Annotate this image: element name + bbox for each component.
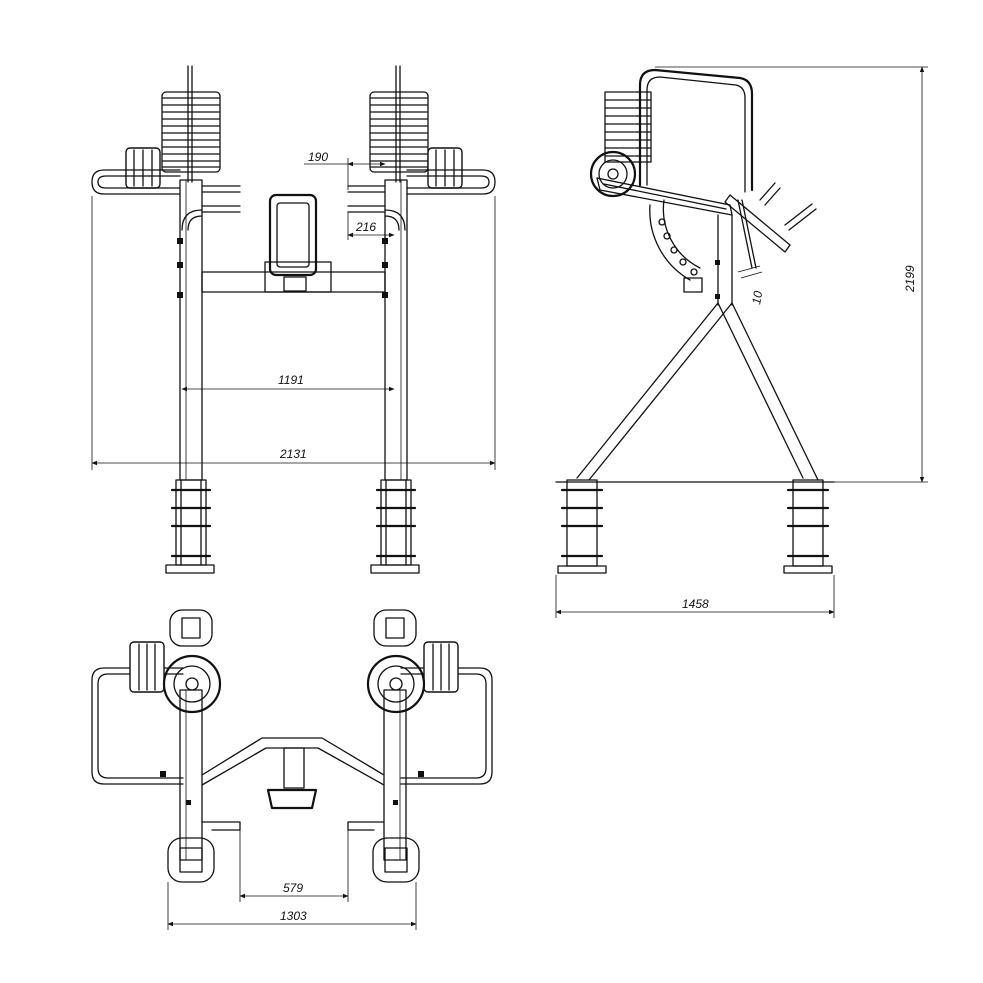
top-left-round-weight — [162, 654, 222, 714]
top-seat — [266, 788, 318, 810]
dim-top-base-width-label: 1303 — [280, 909, 307, 923]
top-right-front-anchor — [372, 837, 420, 883]
front-seat-pad — [268, 193, 318, 277]
dim-top-inner-gap-label: 579 — [283, 881, 303, 895]
dim-side-base-length-label: 1458 — [682, 597, 709, 611]
side-round-plate — [589, 150, 637, 198]
front-left-anchor — [165, 479, 215, 574]
dim-front-column-span-label: 1191 — [278, 373, 304, 387]
top-left-handle — [91, 667, 184, 785]
dim-side-angle-gap: 10 — [737, 265, 765, 306]
top-left-rear-anchor — [169, 609, 213, 647]
dim-front-offset-handle-label: 216 — [355, 220, 376, 234]
dim-front-offset-top: 190 — [304, 150, 386, 190]
top-crossbar — [201, 737, 385, 776]
front-right-column — [384, 179, 408, 481]
top-right-rail — [383, 689, 407, 861]
top-right-round-weight — [366, 654, 426, 714]
side-backrest-frame — [638, 68, 754, 192]
dim-side-height-label: 2199 — [903, 265, 917, 293]
dim-side-base-length: 1458 — [555, 575, 835, 618]
front-left-weight-stack — [125, 65, 221, 189]
side-view: 2199 1458 10 — [555, 66, 928, 618]
front-right-anchor — [370, 479, 420, 574]
dim-top-base-width: 1303 — [167, 882, 417, 930]
dim-front-offset-top-label: 190 — [308, 150, 328, 164]
side-a-frame — [576, 214, 819, 481]
side-weight-stack — [604, 91, 652, 163]
top-view: 579 1303 — [91, 609, 493, 930]
top-left-rail — [179, 689, 203, 861]
front-view: 2131 1191 190 216 — [91, 65, 496, 574]
front-right-handle — [406, 169, 496, 195]
dim-front-column-span: 1191 — [181, 373, 395, 392]
side-left-anchor — [557, 479, 607, 574]
top-left-front-anchor — [167, 837, 215, 883]
dim-side-height: 2199 — [655, 66, 928, 483]
dim-front-width-total-label: 2131 — [279, 447, 307, 461]
front-left-handle — [91, 169, 181, 195]
dim-side-angle-gap-label: 10 — [749, 290, 765, 306]
top-right-rear-anchor — [373, 609, 417, 647]
front-left-column — [179, 179, 203, 481]
side-right-anchor — [783, 479, 833, 574]
dim-front-offset-handle: 216 — [347, 212, 395, 240]
front-right-weight-stack — [369, 65, 463, 189]
dim-top-inner-gap: 579 — [239, 830, 349, 902]
top-right-handle — [400, 667, 493, 785]
side-adjust-arc — [649, 204, 691, 281]
dim-front-width-total: 2131 — [91, 196, 496, 470]
